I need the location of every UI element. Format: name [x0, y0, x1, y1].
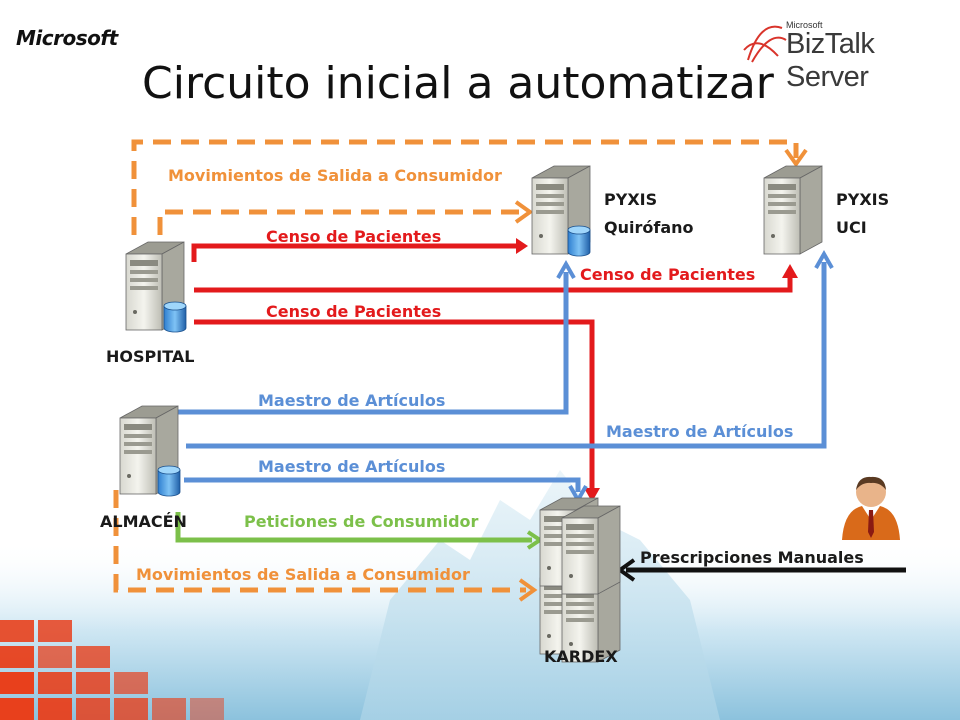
- biztalk-logo-icon: [743, 25, 787, 63]
- user-icon: [842, 476, 900, 540]
- flow-label-salida-bottom: Movimientos de Salida a Consumidor: [136, 565, 470, 584]
- flow-salida-top: [131, 139, 799, 235]
- flow-maestro: [176, 262, 827, 492]
- node-label-kardex: KARDEX: [544, 647, 618, 666]
- arrowhead: [814, 249, 834, 269]
- decorative-tiles: [0, 620, 224, 720]
- arrowhead: [556, 259, 576, 279]
- arrowhead: [584, 488, 600, 502]
- node-label-pyxis-uci-line2: UCI: [836, 218, 867, 237]
- flow-peticiones: [175, 512, 532, 543]
- flow-label-censo-1: Censo de Pacientes: [266, 227, 442, 246]
- flow-label-maestro-2: Maestro de Artículos: [606, 422, 794, 441]
- pyxis-uci-server-icon: [763, 165, 823, 255]
- flow-label-censo-3: Censo de Pacientes: [266, 302, 442, 321]
- node-label-almacen: ALMACÉN: [100, 512, 187, 531]
- arrowhead: [514, 200, 534, 224]
- kardex-server-icon: [539, 497, 621, 663]
- flow-label-maestro-3: Maestro de Artículos: [258, 457, 446, 476]
- page-title: Circuito inicial a automatizar: [142, 58, 774, 109]
- pyxis-quirofano-server-icon: [531, 165, 591, 257]
- arrowhead: [784, 148, 808, 168]
- flow-label-peticiones: Peticiones de Consumidor: [244, 512, 479, 531]
- flow-salida-bottom: [113, 490, 526, 593]
- biztalk-logo-microsoft-text: Microsoft: [786, 20, 823, 30]
- node-label-pyxis-quirofano-line2: Quirófano: [604, 218, 694, 237]
- arrowhead: [516, 238, 528, 254]
- node-label-hospital: HOSPITAL: [106, 347, 195, 366]
- microsoft-logo: Microsoft: [16, 26, 118, 50]
- node-label-pyxis-quirofano-line1: PYXIS: [604, 190, 658, 209]
- flow-label-prescripciones: Prescripciones Manuales: [640, 548, 864, 567]
- hospital-server-icon: [125, 241, 187, 333]
- flow-label-salida-top: Movimientos de Salida a Consumidor: [168, 166, 502, 185]
- flow-label-censo-2: Censo de Pacientes: [580, 265, 756, 284]
- almacen-server-icon: [119, 405, 181, 497]
- node-label-pyxis-uci-line1: PYXIS: [836, 190, 890, 209]
- biztalk-logo-text: BizTalk Server: [786, 28, 875, 93]
- flow-label-maestro-1: Maestro de Artículos: [258, 391, 446, 410]
- arrowhead: [518, 578, 538, 602]
- arrowhead: [782, 264, 798, 278]
